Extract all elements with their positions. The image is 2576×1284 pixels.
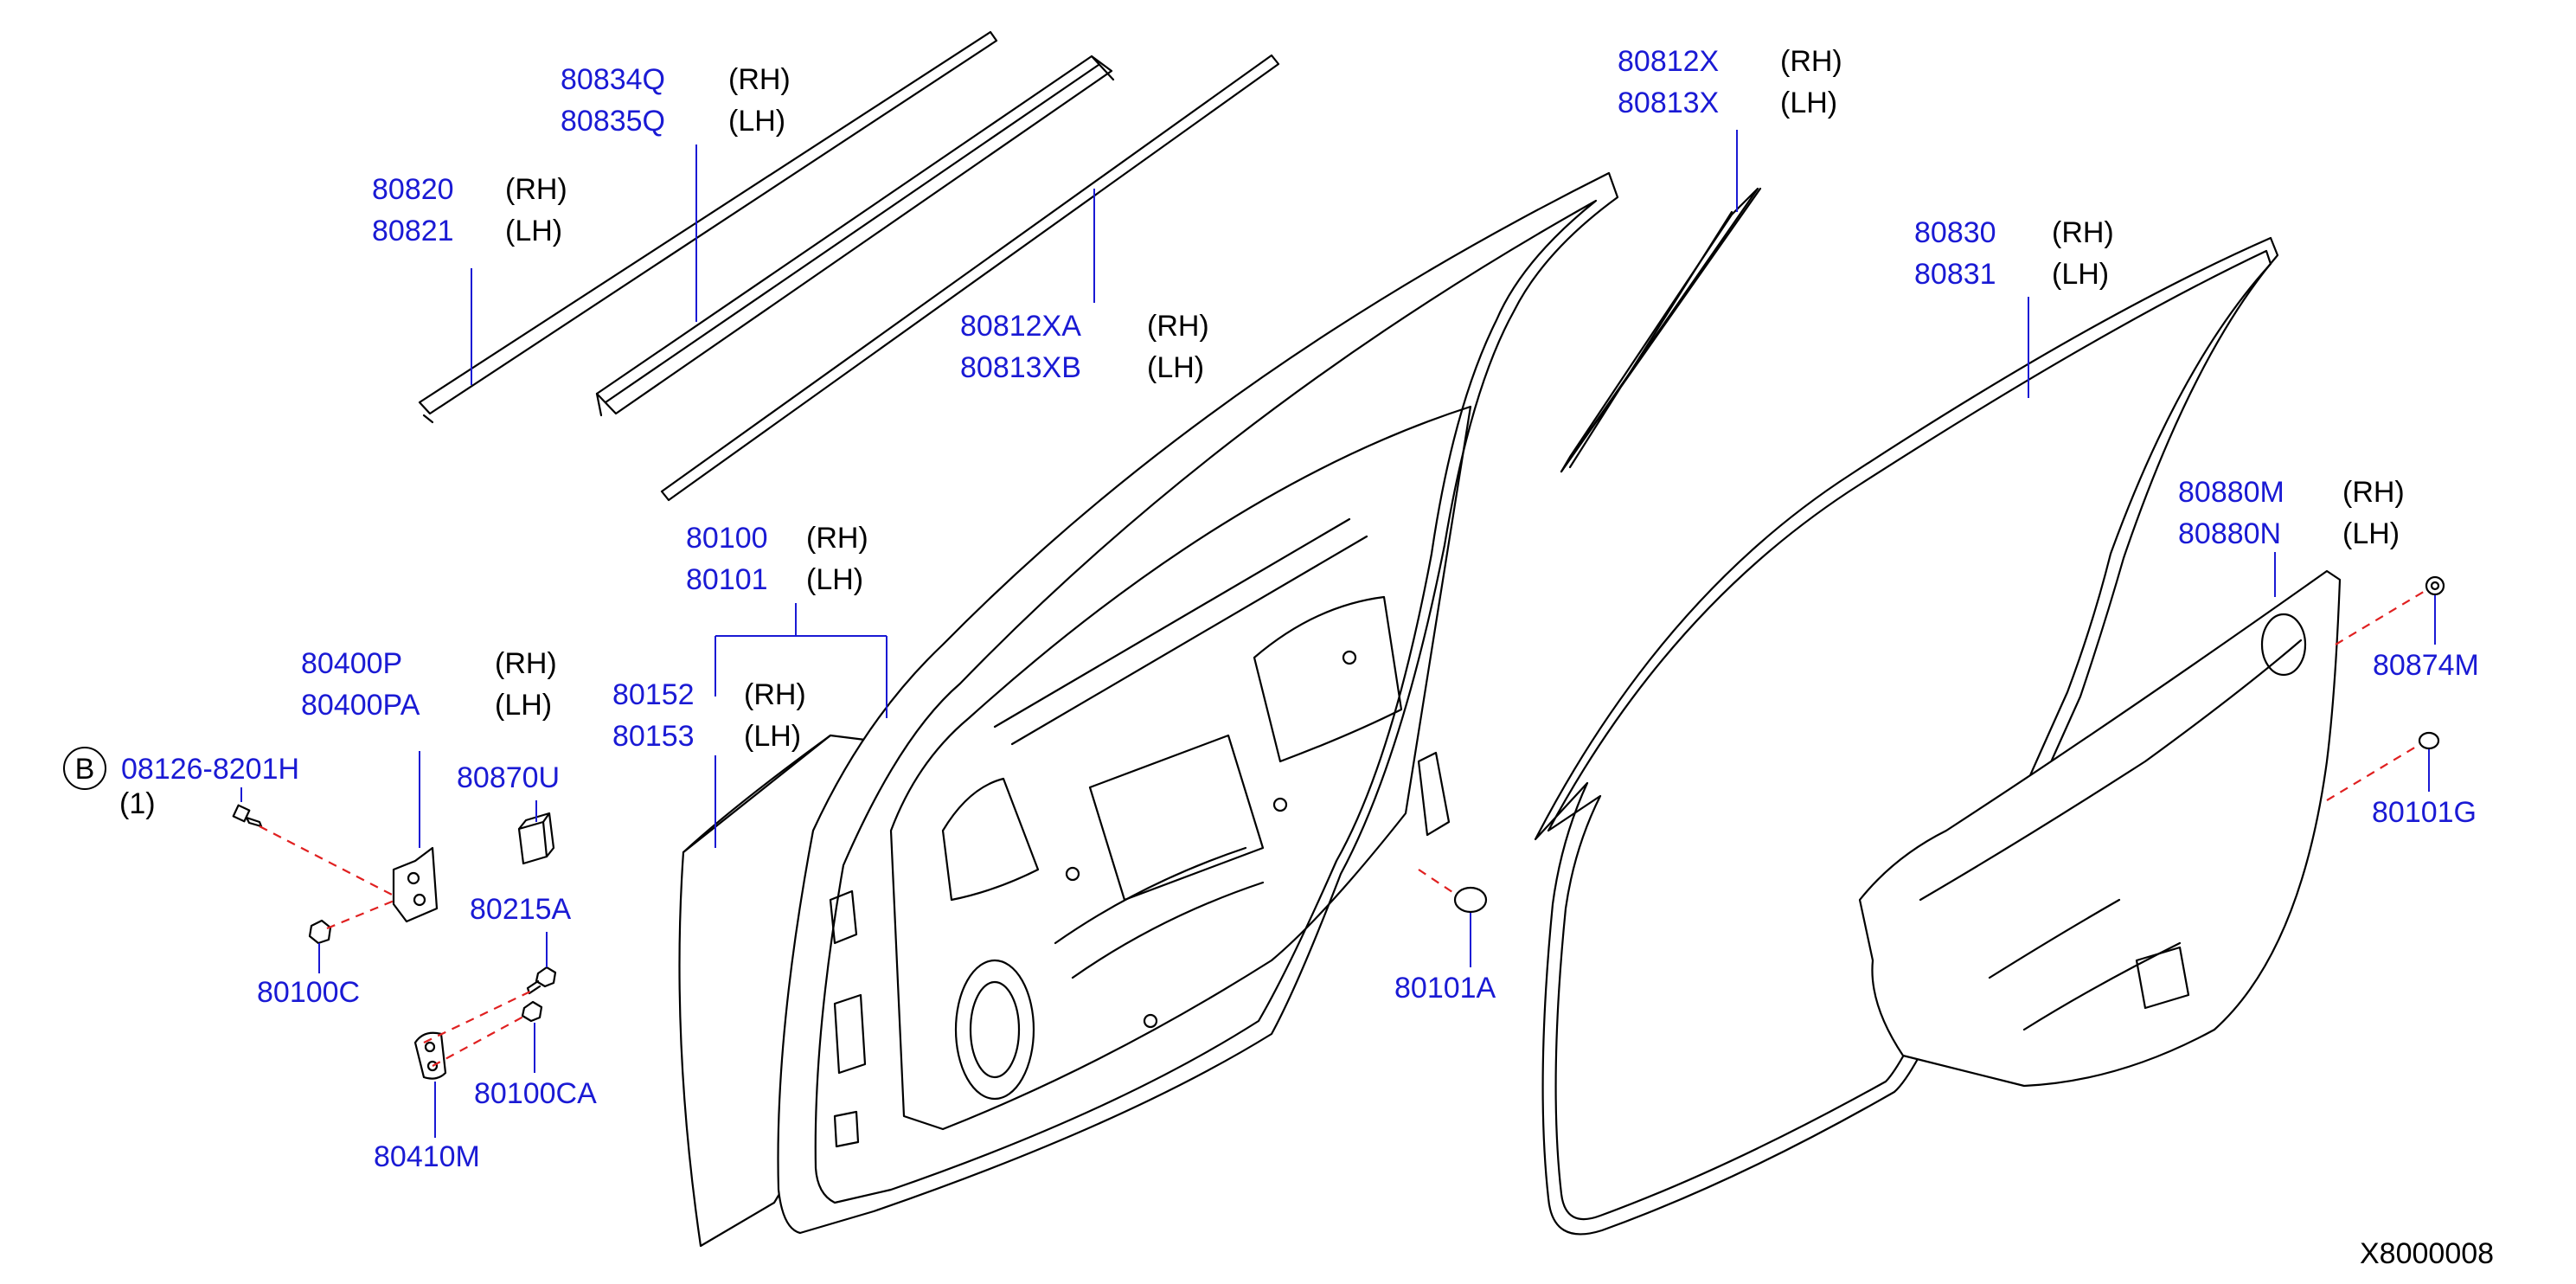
quantity-label: (1) <box>119 787 156 820</box>
side-label: (LH) <box>1780 87 1837 119</box>
door-inner-panel <box>777 171 1619 1235</box>
part-number[interactable]: 80870U <box>457 761 560 794</box>
part-number[interactable]: 80835Q <box>561 105 665 138</box>
belt-molding-strip <box>418 30 998 424</box>
part-number[interactable]: 08126-8201H <box>121 753 299 786</box>
nut-80100c <box>308 919 332 945</box>
hinge-lower <box>413 1031 447 1080</box>
leader-line <box>714 603 888 718</box>
side-label: (RH) <box>2052 216 2114 249</box>
sealing-screen <box>1858 569 2342 1088</box>
bolt-08126-8201h <box>232 804 263 828</box>
outer-sash-strip <box>660 54 1280 502</box>
part-number[interactable]: 80100CA <box>474 1077 597 1110</box>
part-number[interactable]: 80100 <box>686 522 768 555</box>
install-line <box>326 898 397 930</box>
install-line <box>1418 869 1458 896</box>
part-number[interactable]: 80812X <box>1618 45 1719 78</box>
side-label: (RH) <box>728 63 791 96</box>
part-number[interactable]: 80813XB <box>960 351 1081 384</box>
part-number[interactable]: 80880M <box>2178 476 2284 509</box>
install-line <box>2335 589 2427 645</box>
side-label: (LH) <box>1147 351 1204 384</box>
side-label: (LH) <box>806 563 863 596</box>
diagram-id: X8000008 <box>2360 1237 2494 1270</box>
reference-letter: B <box>75 753 95 786</box>
sash-channel-strip <box>595 55 1115 417</box>
part-number[interactable]: 80400PA <box>301 689 420 722</box>
part-number[interactable]: 80874M <box>2373 649 2479 682</box>
part-number[interactable]: 80101A <box>1394 972 1496 1005</box>
part-number[interactable]: 80813X <box>1618 87 1719 119</box>
side-label: (RH) <box>806 522 868 555</box>
side-label: (RH) <box>1147 310 1209 343</box>
pad-80870u <box>517 812 555 865</box>
part-number[interactable]: 80831 <box>1914 258 1996 291</box>
side-label: (LH) <box>2342 517 2400 550</box>
reference-letter-circle <box>63 747 106 790</box>
hinge-upper <box>392 846 439 923</box>
part-number[interactable]: 80101 <box>686 563 768 596</box>
part-number[interactable]: 80100C <box>257 976 360 1009</box>
part-number[interactable]: 80812XA <box>960 310 1081 343</box>
install-line <box>2326 743 2421 801</box>
part-number[interactable]: 80153 <box>612 720 695 753</box>
sash-tape <box>1560 187 1762 473</box>
part-number[interactable]: 80880N <box>2178 517 2281 550</box>
part-number[interactable]: 80834Q <box>561 63 665 96</box>
part-number[interactable]: 80215A <box>470 893 572 926</box>
side-label: (RH) <box>495 647 557 680</box>
part-number[interactable]: 80101G <box>2372 796 2477 829</box>
side-label: (LH) <box>495 689 552 722</box>
part-number[interactable]: 80152 <box>612 678 695 711</box>
clip-80874m <box>2425 575 2445 596</box>
part-number[interactable]: 80820 <box>372 173 454 206</box>
side-label: (RH) <box>744 678 806 711</box>
side-label: (LH) <box>505 215 562 247</box>
side-label: (RH) <box>1780 45 1842 78</box>
install-line <box>259 825 394 896</box>
part-number[interactable]: 80410M <box>374 1140 480 1173</box>
part-number[interactable]: 80821 <box>372 215 454 247</box>
plug-80101a <box>1453 886 1488 914</box>
part-number[interactable]: 80830 <box>1914 216 1996 249</box>
install-line <box>432 1016 524 1067</box>
plug-80101g <box>2418 731 2440 750</box>
side-label: (LH) <box>744 720 801 753</box>
side-label: (RH) <box>505 173 567 206</box>
part-number[interactable]: 80400P <box>301 647 402 680</box>
side-label: (RH) <box>2342 476 2405 509</box>
nut-80100ca <box>521 1000 543 1023</box>
side-label: (LH) <box>2052 258 2109 291</box>
install-line <box>423 990 533 1043</box>
side-label: (LH) <box>728 105 785 138</box>
bolt-80215a <box>526 966 557 995</box>
